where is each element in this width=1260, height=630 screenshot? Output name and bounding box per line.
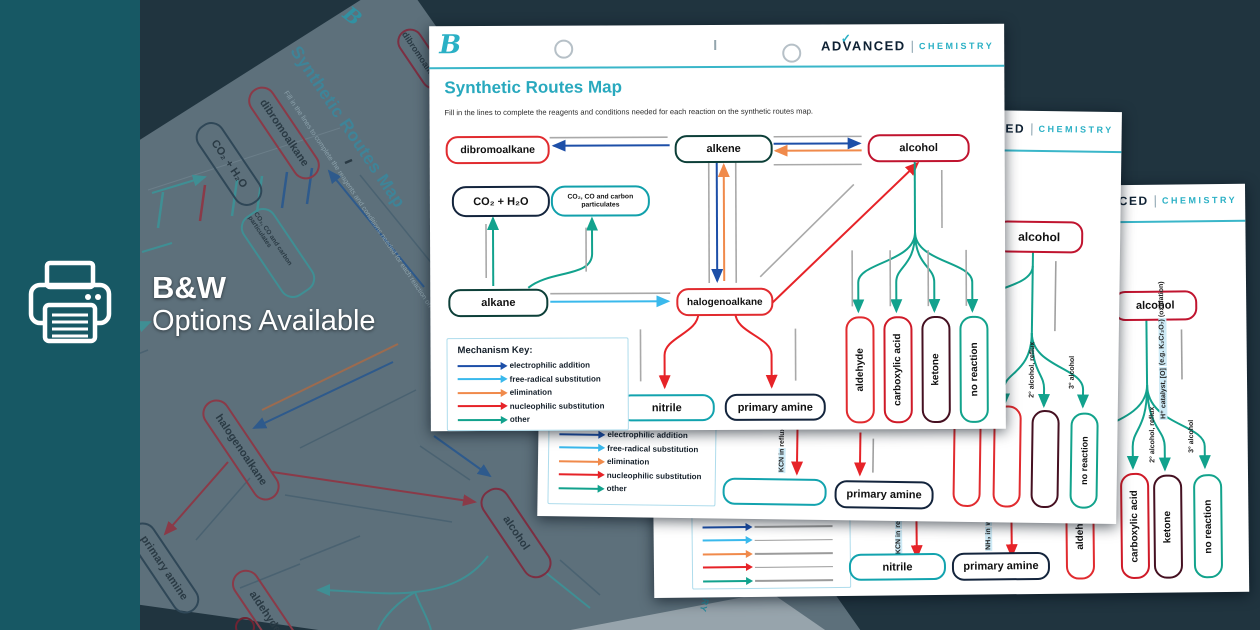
box-dibromoalkane: dibromoalkane [445, 135, 550, 165]
box-alcohol: alcohol [994, 220, 1084, 254]
answer-secondary-alcohol: 2° alcohol, reflux [1028, 341, 1037, 398]
box-co2-h2o: CO₂ + H₂O [451, 185, 550, 218]
arrow-free-radical-subst [457, 378, 502, 381]
box-blank-nitrile [722, 477, 827, 506]
box-primary-amine: primary amine [724, 393, 826, 421]
diagram-lines [485, 135, 979, 390]
answer-tertiary-alcohol: 3° alcohol [1187, 419, 1196, 453]
box-primary-amine: primary amine [834, 480, 934, 510]
blank-answer-line [754, 538, 833, 541]
badge-subtitle: Options Available [152, 304, 376, 337]
arrow-free-radical-subst [559, 446, 600, 450]
left-accent-panel [0, 0, 140, 630]
answer-secondary-alcohol: 2° alcohol, reflux [1148, 406, 1157, 463]
answer-oxidation: H⁺ catalyst, [O] (e.g. K₂Cr₂O₇) (oxidati… [1157, 281, 1168, 420]
worksheet-page-front: B ✓ADVANCED | CHEMISTRY Synthetic Routes… [429, 23, 1006, 432]
box-alcohol: alcohol [867, 133, 970, 163]
arrow-electrophilic-addition [702, 525, 747, 529]
blank-answer-line [754, 552, 833, 555]
arrow-other [558, 487, 599, 490]
bw-options-badge: B&W Options Available [152, 270, 376, 338]
box-nitrile: nitrile [618, 394, 715, 422]
box-nitrile: nitrile [848, 552, 947, 581]
box-no-reaction: no reaction [959, 315, 989, 423]
arrow-elimination [457, 391, 502, 394]
arrow-nucleophilic-subst [457, 405, 502, 408]
printer-icon [28, 260, 112, 344]
blank-answer-line [755, 579, 834, 582]
arrow-electrophilic-addition [457, 364, 502, 367]
box-primary-amine: primary amine [951, 551, 1051, 581]
box-aldehyde: aldehyde [845, 316, 875, 424]
arrow-elimination [559, 460, 600, 463]
arrow-other [703, 579, 748, 583]
arrow-elimination [702, 552, 747, 556]
box-alkane: alkane [448, 288, 549, 318]
badge-title: B&W [152, 270, 227, 305]
blank-answer-line [754, 525, 833, 528]
answer-kcn: KCN in reflux [778, 427, 787, 474]
box-ketone: ketone [921, 315, 951, 424]
blank-answer-line [754, 565, 833, 568]
box-alkene: alkene [674, 134, 773, 164]
box-alcohol: alcohol [1113, 290, 1198, 322]
mechanism-key-blank [691, 509, 852, 590]
arrow-nucleophilic-substitution [702, 566, 747, 569]
key-title: Mechanism Key: [457, 344, 533, 357]
box-blank-pill [1030, 409, 1060, 509]
box-co2-co-particulates: CO₂, CO and carbon particulates [550, 185, 650, 217]
box-carboxylic-acid: carboxylic acid [883, 316, 913, 424]
box-no-reaction: no reaction [1193, 474, 1224, 579]
arrow-nucleophilic-subst [558, 473, 599, 477]
answer-tertiary-alcohol: 3° alcohol [1068, 355, 1077, 390]
arrow-free-radical-substitution [702, 539, 747, 542]
box-halogenoalkane: halogenoalkane [676, 287, 774, 317]
box-ketone: ketone [1153, 474, 1184, 579]
arrow-other [457, 418, 502, 421]
mechanism-key: Mechanism Key: electrophilic addition fr… [446, 337, 629, 432]
box-no-reaction: no reaction [1069, 412, 1099, 509]
arrow-electrophilic-addition [559, 433, 600, 436]
box-carboxylic-acid: carboxylic acid [1119, 472, 1151, 580]
